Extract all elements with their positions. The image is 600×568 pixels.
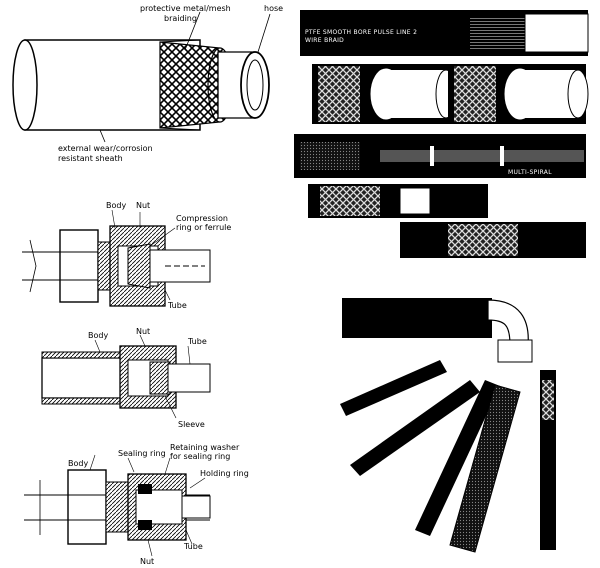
label-body: Body (68, 459, 88, 468)
label-pulse-line1: PTFE SMOOTH BORE PULSE LINE 2 (305, 29, 417, 36)
label-retaining-washer-line2: for sealing ring (170, 452, 230, 461)
label-nut: Nut (136, 201, 150, 210)
label-ss1-line2: TWO TEXTILE BRAID (499, 196, 566, 203)
sleeve (149, 361, 171, 395)
hose-cutaway-diagram: protective metal/mesh braiding hose exte… (12, 4, 283, 163)
compression-fitting-diagram: Body Nut Compression ring or ferrule Tub… (22, 201, 231, 310)
label-sheath-line1: external wear/corrosion (58, 144, 153, 153)
label-braiding-line1: protective metal/mesh (140, 4, 231, 13)
label-body: Body (106, 201, 126, 210)
label-heavy2: PTFE HOSE HEAVY DUTY (450, 126, 529, 133)
label-tube: Tube (187, 337, 207, 346)
ferrule (127, 243, 151, 289)
label-sleeve: Sleeve (178, 420, 205, 429)
label-ferrule-line2: ring or ferrule (176, 223, 231, 232)
sealing-fitting-diagram: Sealing ring Body Retaining washer for s… (24, 443, 249, 566)
label-nut: Nut (140, 557, 154, 566)
label-tube: Tube (167, 301, 187, 310)
label-sealing-ring: Sealing ring (118, 449, 166, 458)
label-retaining-washer-line1: Retaining washer (170, 443, 240, 452)
label-ss2-line1: S/S SPIRAL (306, 235, 341, 242)
label-pulse-line2: WIRE BRAID (305, 37, 344, 44)
label-multi: MULTI-SPIRAL (508, 169, 552, 176)
label-holding-ring: Holding ring (200, 469, 249, 478)
label-braiding-line2: braiding (164, 14, 197, 23)
label-tube: Tube (183, 542, 203, 551)
body-hex (59, 229, 99, 303)
hose-catalog-photos: PTFE SMOOTH BORE PULSE LINE 2 WIRE BRAID… (294, 10, 589, 258)
sealing-ring (138, 484, 152, 494)
label-ss1-line1: S/S SPIRAL (500, 188, 535, 195)
label-heavy1: PTFE HOSE HEAVY DUTY (315, 126, 394, 133)
body (41, 357, 133, 399)
sleeve-fitting-diagram: Body Nut Tube Sleeve (41, 327, 211, 429)
label-ferrule-line1: Compression (176, 214, 228, 223)
label-sheath-line2: resistant sheath (58, 154, 123, 163)
label-hose: hose (264, 4, 283, 13)
label-nut: Nut (136, 327, 150, 336)
label-body: Body (88, 331, 108, 340)
flexible-hose-assemblies-photo (340, 298, 556, 553)
label-ss2-line2: ONE TEXTILE BRAID (306, 243, 371, 250)
body-hex (67, 469, 107, 545)
